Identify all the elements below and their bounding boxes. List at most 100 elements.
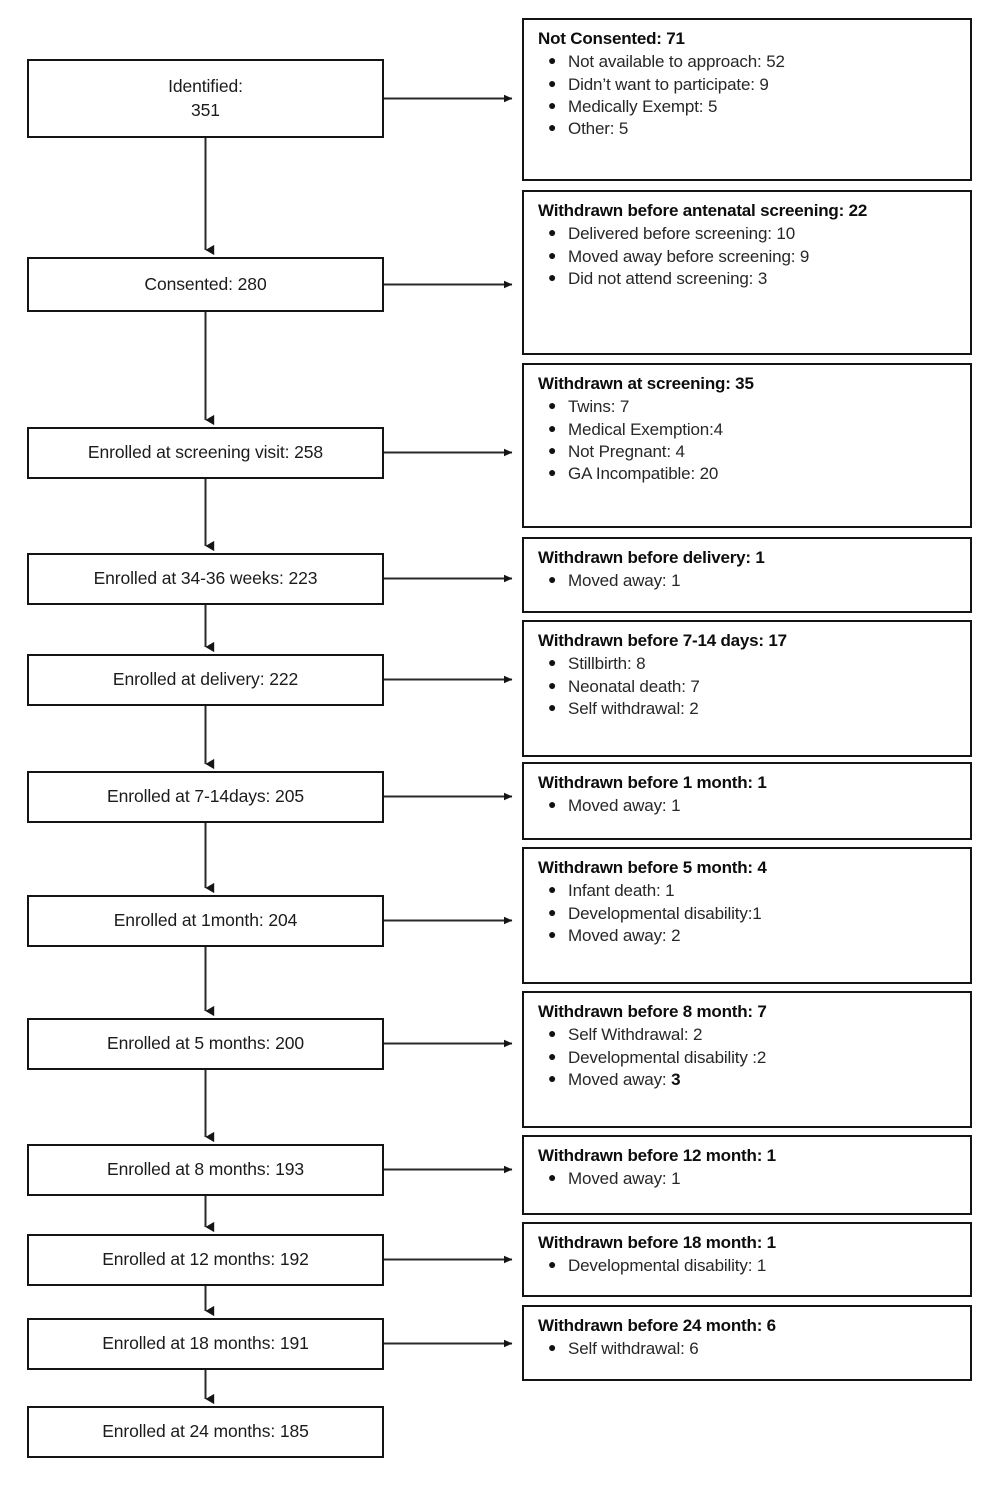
bullet-icon: ● — [548, 397, 557, 414]
withdrawal-reason-list: ●Moved away: 1 — [538, 795, 960, 817]
withdrawal-reason-list: ●Not available to approach: 52●Didn’t wa… — [538, 51, 960, 141]
withdrawal-reason-item: ●Not Pregnant: 4 — [538, 441, 960, 463]
withdrawal-box-withdrawn-before-1-month[interactable]: Withdrawn before 1 month: 1 ●Moved away: … — [522, 762, 972, 840]
withdrawal-reason-item: ● Moved away: 1 — [538, 570, 960, 592]
withdrawal-reason-list: ●Twins: 7●Medical Exemption:4●Not Pregna… — [538, 396, 960, 486]
flow-box-label: Enrolled at 34-36 weeks: 223 — [93, 568, 318, 589]
withdrawal-box-title: Withdrawn before 7-14 days: 17 — [538, 631, 787, 650]
withdrawal-reason-list: ●Self Withdrawal: 2●Developmental disabi… — [538, 1024, 960, 1091]
withdrawal-box-title: Withdrawn before delivery: 1 — [538, 548, 765, 567]
withdrawal-box-title: Withdrawn before 12 month: 1 — [538, 1146, 776, 1165]
withdrawal-reason-item: ●Self withdrawal: 2 — [538, 698, 960, 720]
flow-box-label: Enrolled at 7-14days: 205 — [107, 786, 304, 807]
withdrawal-box-not-consented[interactable]: Not Consented: 71●Not available to appro… — [522, 18, 972, 181]
withdrawal-reason-item: ● Other: 5 — [538, 118, 960, 140]
bullet-icon: ● — [548, 441, 557, 458]
bullet-icon: ● — [548, 52, 557, 69]
withdrawal-reason-text: Neonatal death: 7 — [568, 676, 700, 696]
bullet-icon: ● — [548, 119, 557, 136]
withdrawal-reason-text: Developmental disability: 1 — [568, 1256, 767, 1276]
withdrawal-box-withdrawn-at-screening[interactable]: Withdrawn at screening: 35●Twins: 7●Medi… — [522, 363, 972, 528]
horizontal-connectors — [384, 94, 513, 1348]
flow-box-12-months[interactable]: Enrolled at 12 months: 192 — [27, 1234, 384, 1286]
withdrawal-reason-list: ●Infant death: 1●Developmental disabilit… — [538, 880, 960, 947]
withdrawal-reason-text: Moved away: 2 — [568, 925, 681, 945]
flow-box-label: Enrolled at delivery: 222 — [112, 669, 299, 690]
flow-box-18-months[interactable]: Enrolled at 18 months: 191 — [27, 1318, 384, 1370]
withdrawal-reason-text: Developmental disability:1 — [568, 903, 762, 923]
withdrawal-reason-item: ●Neonatal death: 7 — [538, 676, 960, 698]
withdrawal-reason-item: ●Moved away: 1 — [538, 1168, 960, 1190]
withdrawal-reason-item: ● Self withdrawal: 6 — [538, 1338, 960, 1360]
bullet-icon: ● — [548, 571, 557, 588]
withdrawal-reason-text: Moved away: — [568, 1069, 672, 1089]
bullet-icon: ● — [548, 1047, 557, 1064]
flow-box-label: Enrolled at 8 months: 193 — [107, 1159, 304, 1180]
withdrawal-reason-item: ● Developmental disability:1 — [538, 903, 960, 925]
withdrawal-reason-text: Other: 5 — [568, 119, 629, 139]
withdrawal-reason-text: Self withdrawal: 6 — [568, 1339, 699, 1359]
bullet-icon: ● — [548, 903, 557, 920]
withdrawal-box-withdrawn-before-5-month[interactable]: Withdrawn before 5 month: 4 ●Infant death… — [522, 847, 972, 984]
withdrawal-reason-item: ●Self Withdrawal: 2 — [538, 1024, 960, 1046]
bullet-icon: ● — [548, 464, 557, 481]
bullet-icon: ● — [548, 881, 557, 898]
flow-box-8-months[interactable]: Enrolled at 8 months: 193 — [27, 1144, 384, 1196]
flow-box-identified[interactable]: Identified: 351 — [27, 59, 384, 138]
withdrawal-reason-item: ●Moved away: 1 — [538, 795, 960, 817]
bullet-icon: ● — [548, 654, 557, 671]
withdrawal-reason-text: Did not attend screening: 3 — [568, 268, 768, 288]
withdrawal-reason-item: ●Developmental disability :2 — [538, 1047, 960, 1069]
withdrawal-reason-list: ●Stillbirth: 8●Neonatal death: 7●Self wi… — [538, 653, 960, 720]
withdrawal-reason-item: ●Medical Exemption:4 — [538, 419, 960, 441]
flow-box-34-36-weeks[interactable]: Enrolled at 34-36 weeks: 223 — [27, 553, 384, 605]
flow-box-label: Identified: 351 — [168, 75, 243, 120]
withdrawal-reason-text: Medically Exempt: 5 — [568, 96, 718, 116]
bullet-icon: ● — [548, 96, 557, 113]
bullet-icon: ● — [548, 1339, 557, 1356]
withdrawal-reason-item: ●Moved away before screening: 9 — [538, 246, 960, 268]
flow-box-5-months[interactable]: Enrolled at 5 months: 200 — [27, 1018, 384, 1070]
flow-box-label: Enrolled at 1month: 204 — [113, 910, 298, 931]
withdrawal-box-withdrawn-before-8-month[interactable]: Withdrawn before 8 month: 7●Self Withdra… — [522, 991, 972, 1128]
withdrawal-box-withdrawn-before-12-month[interactable]: Withdrawn before 12 month: 1 ●Moved away:… — [522, 1135, 972, 1215]
bullet-icon: ● — [548, 74, 557, 91]
withdrawal-reason-item: ● Developmental disability: 1 — [538, 1255, 960, 1277]
withdrawal-reason-item: ●Stillbirth: 8 — [538, 653, 960, 675]
flow-box-consented[interactable]: Consented: 280 — [27, 257, 384, 312]
bullet-icon: ● — [548, 698, 557, 715]
withdrawal-box-title: Withdrawn before antenatal screening: 22 — [538, 201, 868, 220]
withdrawal-reason-item: ●Delivered before screening: 10 — [538, 223, 960, 245]
bullet-icon: ● — [548, 1169, 557, 1186]
withdrawal-box-withdrawn-before-delivery[interactable]: Withdrawn before delivery: 1 ● Moved away:… — [522, 537, 972, 613]
flow-box-7-14-days[interactable]: Enrolled at 7-14days: 205 — [27, 771, 384, 823]
flow-box-delivery[interactable]: Enrolled at delivery: 222 — [27, 654, 384, 706]
withdrawal-box-withdrawn-before-24-month[interactable]: Withdrawn before 24 month: 6●Self withdr… — [522, 1305, 972, 1381]
withdrawal-box-title: Withdrawn before 18 month: 1 — [538, 1233, 776, 1252]
flow-box-label: Enrolled at 5 months: 200 — [107, 1033, 304, 1054]
bullet-icon: ● — [548, 1256, 557, 1273]
withdrawal-box-withdrawn-before-18-month[interactable]: Withdrawn before 18 month: 1 ● Development… — [522, 1222, 972, 1297]
flow-box-24-months[interactable]: Enrolled at 24 months: 185 — [27, 1406, 384, 1458]
withdrawal-box-withdrawn-before-7-14-days[interactable]: Withdrawn before 7-14 days: 17 ●Stillbirt… — [522, 620, 972, 757]
flow-box-label: Enrolled at 12 months: 192 — [102, 1249, 309, 1270]
withdrawal-reason-item: ●Twins: 7 — [538, 396, 960, 418]
withdrawal-reason-text: Medical Exemption:4 — [568, 419, 723, 439]
flow-box-label: Enrolled at 24 months: 185 — [102, 1421, 309, 1442]
flow-box-screening-visit[interactable]: Enrolled at screening visit: 258 — [27, 427, 384, 479]
bullet-icon: ● — [548, 925, 557, 942]
flow-box-1-month[interactable]: Enrolled at 1month: 204 — [27, 895, 384, 947]
withdrawal-box-title: Withdrawn before 5 month: 4 — [538, 858, 767, 877]
withdrawal-box-title: Withdrawn before 1 month: 1 — [538, 773, 767, 792]
withdrawal-reason-list: ● Self withdrawal: 6 — [538, 1338, 960, 1360]
withdrawal-box-withdrawn-before-antenatal-screening[interactable]: Withdrawn before antenatal screening: 22… — [522, 190, 972, 355]
withdrawal-reason-text: Moved away: 1 — [568, 571, 681, 591]
bullet-icon: ● — [548, 1025, 557, 1042]
withdrawal-reason-list: ● Moved away: 1 — [538, 570, 960, 592]
bullet-icon: ● — [548, 1069, 557, 1086]
withdrawal-reason-item: ● Medically Exempt: 5 — [538, 96, 960, 118]
flow-box-label: Consented: 280 — [144, 273, 267, 294]
flow-box-label: Enrolled at screening visit: 258 — [87, 442, 324, 463]
